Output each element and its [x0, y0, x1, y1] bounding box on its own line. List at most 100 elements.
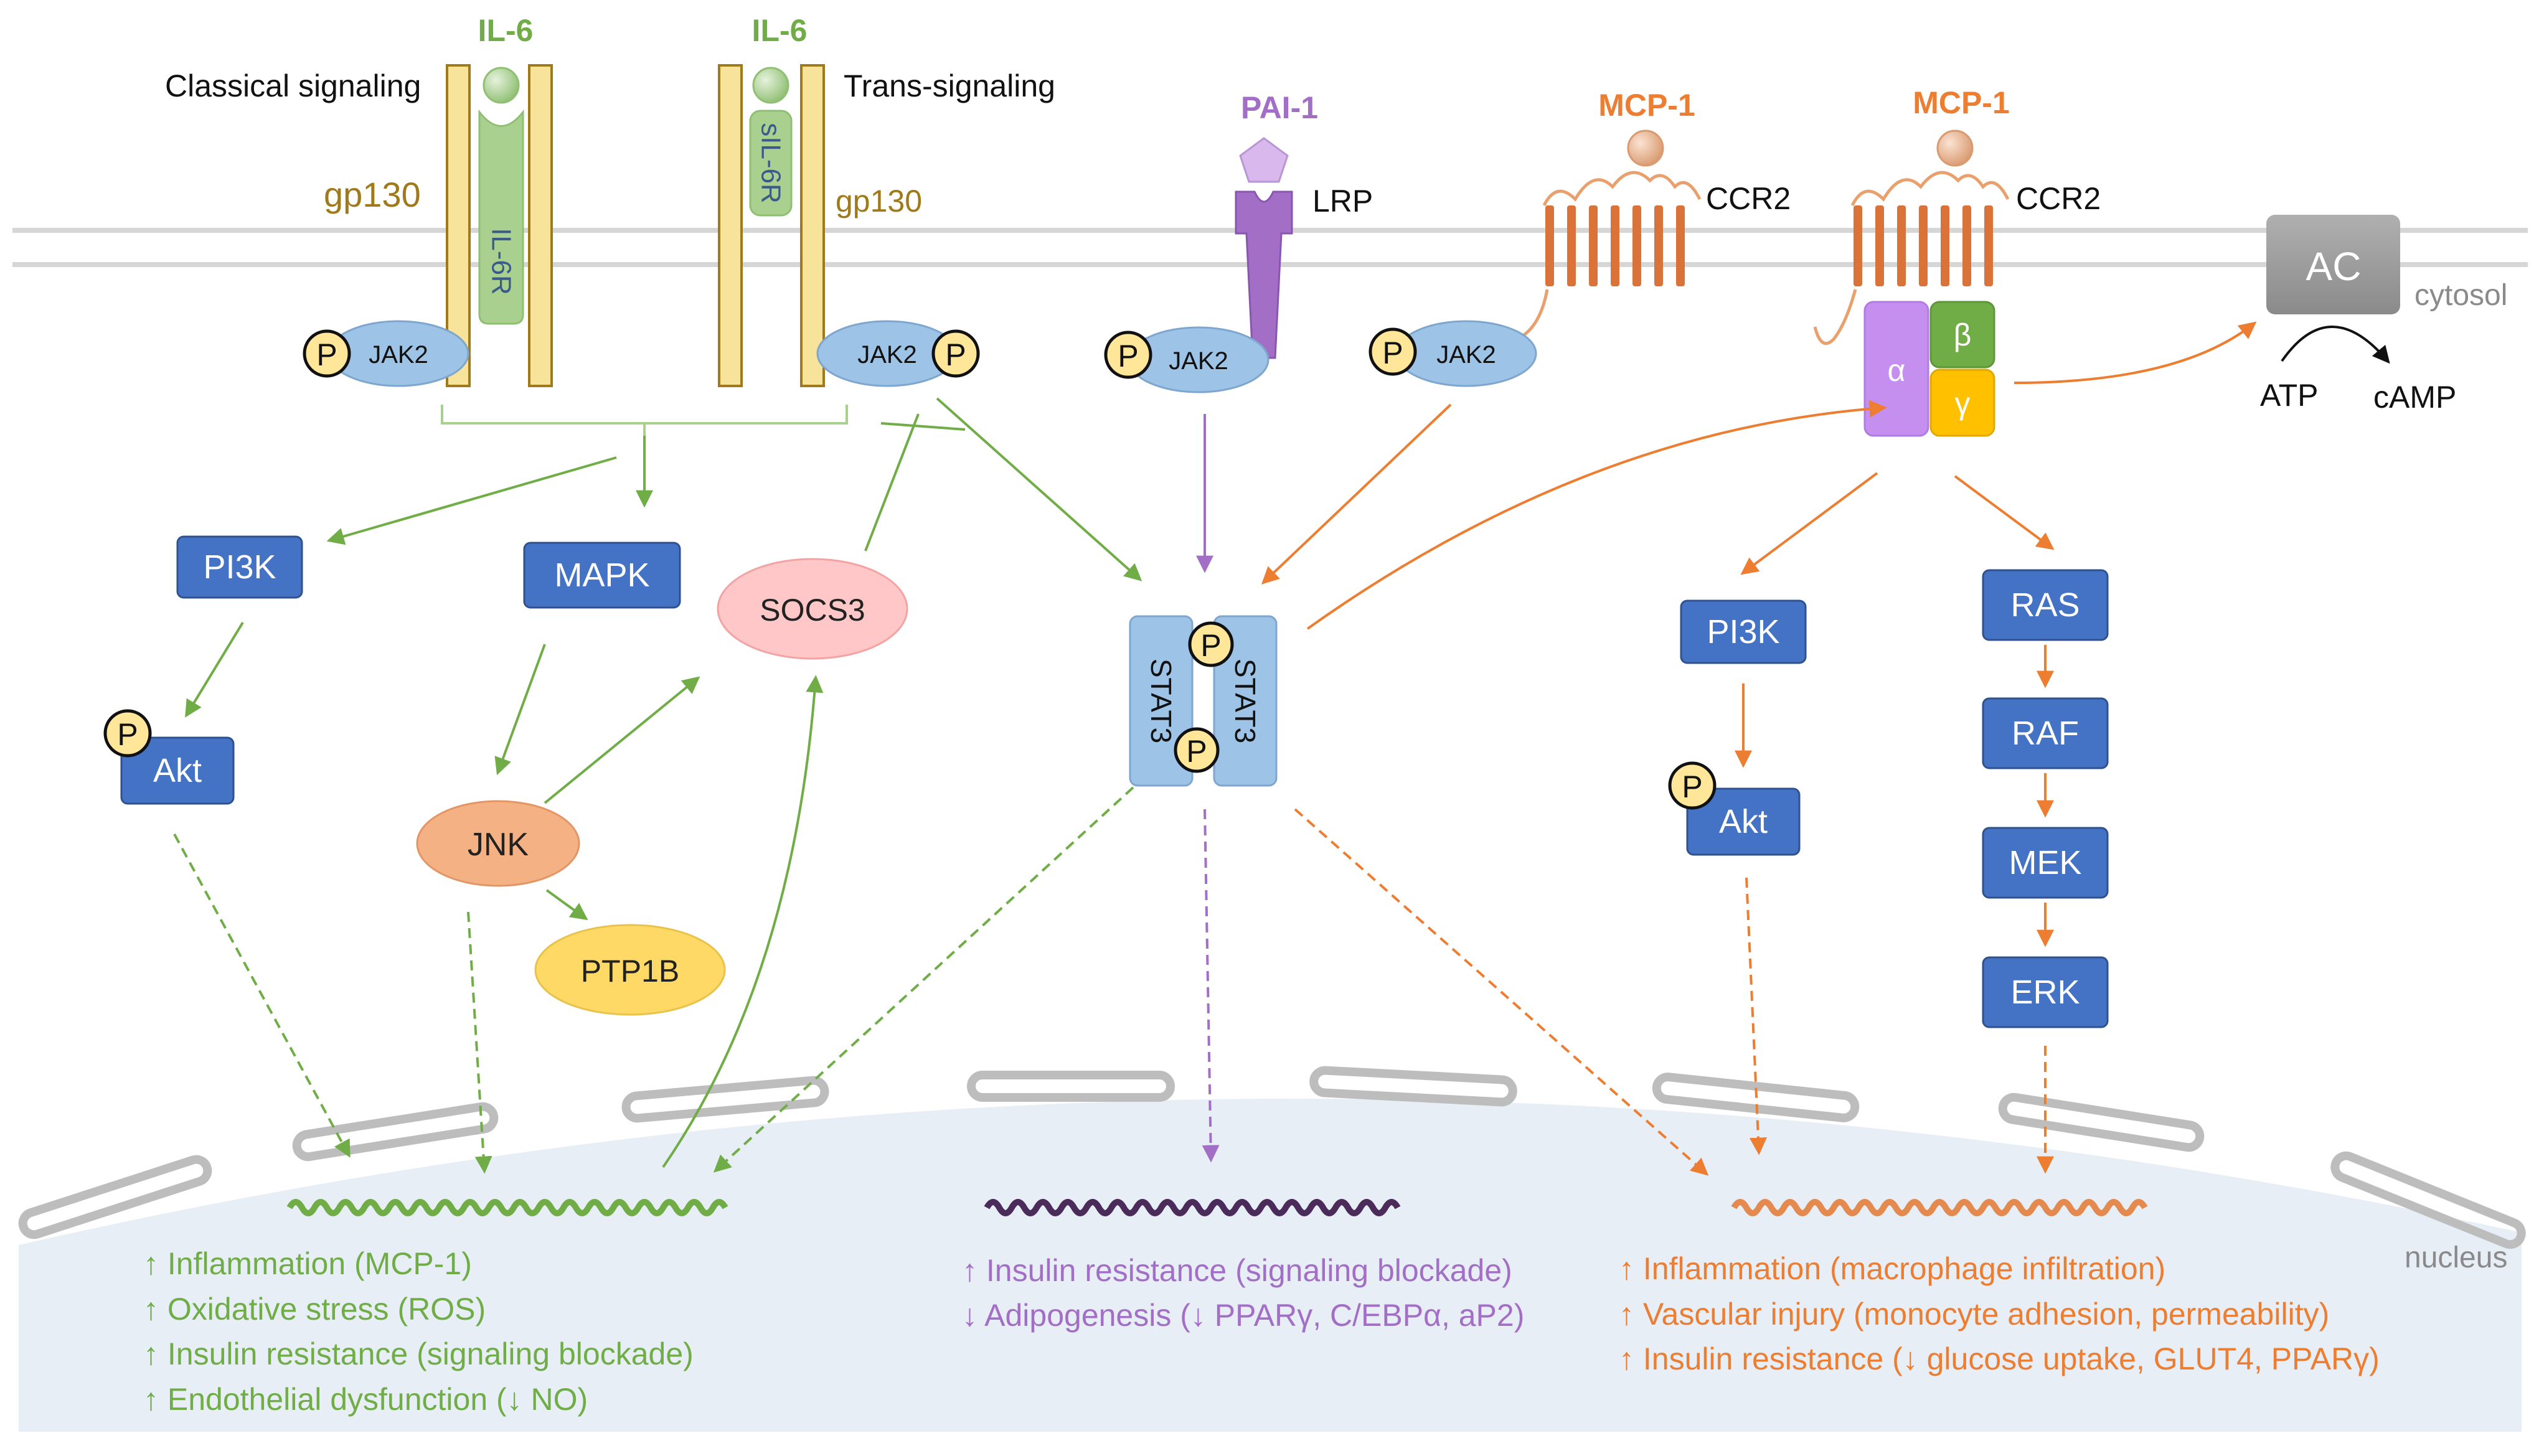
mcp1-ligand-right — [1936, 129, 1974, 167]
socs3-node — [717, 558, 908, 660]
atp-label: ATP — [2260, 378, 2319, 413]
mcp1-dashed-arrows — [1294, 808, 2054, 1176]
pai1-ligand — [1239, 137, 1289, 183]
il6r-receptor — [478, 109, 524, 325]
sil6r-label: sIL-6R — [756, 123, 786, 204]
phospho-jak2-pai1-label: P — [1118, 339, 1138, 373]
jnk-label: JNK — [468, 827, 529, 863]
ras-label: RAS — [2010, 586, 2080, 624]
mcp1-ligand-label-left: MCP-1 — [1598, 88, 1695, 123]
phospho-jak2-pai1 — [1104, 331, 1152, 379]
jak2-left-label: JAK2 — [369, 341, 428, 369]
ccr2-receptor-right — [1813, 171, 2010, 345]
mapk-label: MAPK — [554, 557, 649, 594]
sil6r-receptor — [749, 110, 793, 217]
g-beta — [1929, 301, 1995, 369]
mcp1-ligand-label-right: MCP-1 — [1913, 85, 2010, 120]
pi3k-left-label: PI3K — [203, 548, 276, 586]
outcome-pai1-2: ↓ Adipogenesis (↓ PPARγ, C/EBPα, aP2) — [962, 1298, 1524, 1333]
mcp1-arrows — [1261, 321, 2257, 947]
nucleus-region: nucleus — [18, 1066, 2526, 1432]
phospho-jak2-right-label: P — [945, 337, 966, 372]
jak2-pai1-label: JAK2 — [1169, 347, 1228, 375]
stat3-label-a: STAT3 — [1145, 659, 1177, 743]
outcomes-pai1: ↑ Insulin resistance (signaling blockade… — [962, 1253, 1524, 1333]
akt-right-label: Akt — [1719, 803, 1768, 840]
g-gamma-label: γ — [1955, 386, 1971, 421]
ccr2-receptor-left — [1502, 171, 1702, 341]
phospho-akt-right — [1668, 761, 1717, 810]
ras-node — [1982, 569, 2109, 641]
ptp1b-node — [534, 924, 726, 1016]
stat3-label-b: STAT3 — [1229, 659, 1261, 743]
nucleus-label: nucleus — [2405, 1241, 2507, 1274]
gp130-receptor-right — [718, 64, 825, 387]
akt-left — [120, 736, 235, 805]
g-gamma — [1929, 369, 1995, 437]
phospho-stat3-top-label: P — [1200, 628, 1221, 663]
gp130-receptor-left — [446, 64, 553, 387]
erk-node — [1982, 956, 2109, 1028]
g-beta-label: β — [1954, 317, 1972, 352]
il6-bracket — [441, 405, 848, 436]
outcome-il6-4: ↑ Endothelial dysfunction (↓ NO) — [143, 1382, 588, 1417]
ccr2-label-right: CCR2 — [2016, 181, 2101, 216]
adenylyl-cyclase — [2266, 215, 2400, 314]
raf-node — [1982, 697, 2109, 769]
phospho-akt-left — [103, 709, 152, 758]
lrp-label: LRP — [1312, 184, 1373, 218]
gp130-label-right: gp130 — [836, 184, 922, 218]
mek-label: MEK — [2009, 844, 2081, 881]
pi3k-left — [176, 535, 303, 599]
ccr2-label-left: CCR2 — [1706, 181, 1791, 216]
phospho-jak2-right — [931, 329, 980, 378]
phospho-jak2-mcp1 — [1368, 327, 1417, 376]
trans-signaling-label: Trans-signaling — [844, 68, 1055, 103]
raf-label: RAF — [2012, 715, 2079, 752]
pi3k-right-label: PI3K — [1707, 613, 1779, 651]
outcomes-mcp1: ↑ Inflammation (macrophage infiltration)… — [1619, 1251, 2380, 1376]
outcome-il6-3: ↑ Insulin resistance (signaling blockade… — [143, 1336, 694, 1371]
il6r-label: IL-6R — [486, 228, 517, 295]
mapk-node — [523, 542, 681, 609]
mcp1-ligand-left — [1627, 129, 1664, 167]
jak2-right-label: JAK2 — [857, 341, 917, 369]
il6-ligand-left — [483, 67, 520, 104]
outcome-pai1-1: ↑ Insulin resistance (signaling blockade… — [962, 1253, 1512, 1288]
phospho-stat3-bottom-label: P — [1186, 734, 1207, 769]
pi3k-right — [1680, 599, 1807, 664]
lrp-receptor — [1235, 190, 1293, 359]
phospho-jak2-left-label: P — [316, 337, 337, 372]
dna-purple — [984, 1199, 1401, 1216]
il6-ligand-label-right: IL-6 — [752, 13, 808, 48]
stat3-dashed-purple — [1202, 809, 1220, 1163]
outcome-il6-1: ↑ Inflammation (MCP-1) — [143, 1246, 472, 1281]
dna-green — [286, 1199, 728, 1216]
phospho-jak2-mcp1-label: P — [1382, 336, 1403, 370]
jnk-node — [416, 800, 580, 887]
il6-ligand-label-left: IL-6 — [478, 13, 534, 48]
outcomes-il6: ↑ Inflammation (MCP-1) ↑ Oxidative stres… — [143, 1246, 702, 1417]
akt-right — [1686, 787, 1801, 856]
classical-signaling-label: Classical signaling — [165, 68, 421, 103]
outcome-il6-2: ↑ Oxidative stress (ROS) — [143, 1292, 486, 1327]
phospho-stat3-top — [1188, 621, 1234, 667]
ac-label: AC — [2306, 244, 2362, 289]
camp-label: cAMP — [2373, 380, 2456, 415]
outcome-mcp1-1: ↑ Inflammation (macrophage infiltration) — [1619, 1251, 2165, 1286]
mek-node — [1982, 827, 2109, 899]
il6-dashed-arrows — [173, 786, 1134, 1174]
phospho-akt-left-label: P — [117, 717, 138, 752]
erk-label: ERK — [2010, 974, 2080, 1011]
outcome-mcp1-3: ↑ Insulin resistance (↓ glucose uptake, … — [1619, 1341, 2380, 1376]
cytosol-label: cytosol — [2414, 279, 2507, 312]
phospho-akt-right-label: P — [1682, 769, 1702, 804]
socs3-label: SOCS3 — [760, 593, 865, 627]
akt-left-label: Akt — [153, 752, 202, 789]
outcome-mcp1-2: ↑ Vascular injury (monocyte adhesion, pe… — [1619, 1297, 2329, 1332]
il6-arrows — [185, 397, 1142, 1168]
phospho-jak2-left — [303, 329, 351, 378]
ptp1b-label: PTP1B — [581, 954, 679, 989]
g-alpha-label: α — [1888, 353, 1906, 388]
